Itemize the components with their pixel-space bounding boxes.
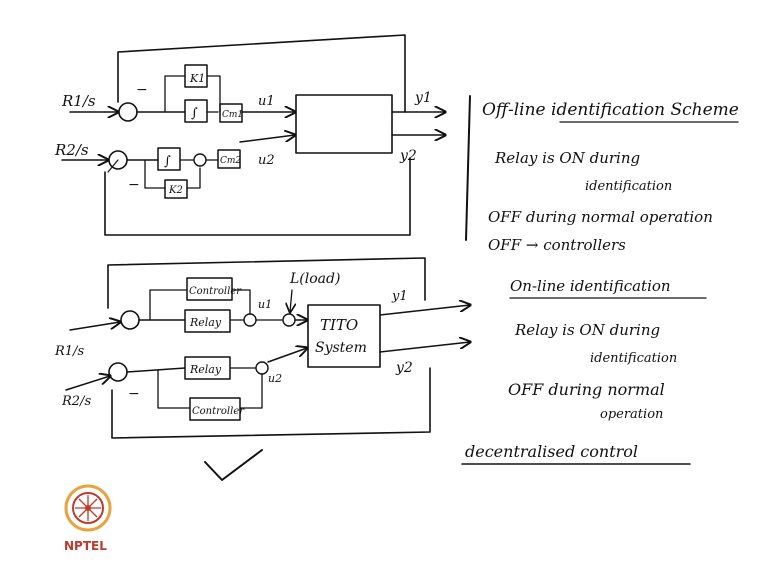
u1-label-2: u1: [258, 298, 272, 311]
ref2-label-2: R2/s: [61, 394, 91, 409]
integrator-label-2: ∫: [164, 154, 171, 169]
summing-junction-3: [121, 311, 139, 329]
online-line-2: identification: [590, 351, 677, 366]
y1-arrow-2: [380, 305, 470, 315]
y1-label-2: y1: [391, 289, 408, 304]
decentral-note: decentralised control: [465, 442, 638, 461]
svg-text:−: −: [128, 177, 140, 193]
online-line-1: Relay is ON during: [514, 321, 660, 339]
tito-system-block: [308, 305, 380, 367]
y2-label: y2: [399, 148, 417, 164]
offline-line-2: identification: [585, 179, 672, 194]
cm2-label: Cm2: [220, 156, 241, 166]
plant-block: [296, 95, 392, 153]
ref1-label: R1/s: [61, 92, 96, 110]
offline-line-3: OFF during normal operation: [488, 208, 713, 226]
offline-line-4: OFF → controllers: [488, 236, 626, 254]
load-label: L(load): [289, 271, 340, 287]
load-node: [283, 314, 295, 326]
controller-label-top: Controller: [189, 286, 242, 297]
integrator-label-1: ∫: [191, 106, 198, 121]
u1-label: u1: [258, 94, 275, 109]
logo-wheel-icon: [85, 505, 91, 511]
summing-junction-1: [119, 103, 137, 121]
online-title: On-line identification: [510, 277, 671, 295]
feedback-line-bottom: [105, 158, 410, 235]
k1-label: K1: [189, 72, 205, 85]
summing-junction-4: [109, 363, 127, 381]
y1-label: y1: [414, 90, 432, 106]
notes-panel: Off-line identification Scheme Relay is …: [462, 96, 739, 464]
svg-text:−: −: [136, 82, 148, 98]
svg-text:−: −: [128, 386, 140, 402]
cm1-label: Cm1: [222, 110, 243, 120]
tito-label: TITO: [320, 316, 358, 334]
offline-title: Off-line identification Scheme: [482, 100, 739, 120]
nptel-logo: [66, 486, 110, 530]
notes-bracket: [466, 96, 470, 240]
relay-label-bottom: Relay: [189, 363, 222, 376]
u2-label-2: u2: [268, 372, 282, 385]
k2-label: K2: [168, 185, 183, 196]
check-mark: [205, 450, 262, 480]
u2-arrow: [240, 135, 295, 142]
system-label: System: [315, 340, 367, 356]
relay-label-top: Relay: [189, 316, 222, 329]
online-diagram: R1/s R2/s − Controller Relay L(load) u1 …: [54, 258, 470, 480]
offline-diagram: R1/s R2/s − − K1 ∫ Cm1 u1 ∫ K2 Cm2 u2: [54, 35, 445, 235]
sum-node-top: [244, 314, 256, 326]
ref1-label-2: R1/s: [54, 344, 84, 359]
y2-arrow-2: [380, 342, 470, 352]
nptel-logo-text: NPTEL: [64, 539, 107, 553]
ref2-label: R2/s: [54, 141, 89, 159]
sum-node-2: [194, 154, 206, 166]
offline-line-1: Relay is ON during: [494, 149, 640, 167]
sum-node-bottom: [256, 362, 268, 374]
online-line-3: OFF during normal: [508, 380, 665, 399]
controller-label-bottom: Controller: [192, 406, 245, 417]
online-line-4: operation: [600, 407, 663, 422]
u2-label: u2: [258, 153, 275, 168]
y2-label-2: y2: [395, 360, 413, 376]
